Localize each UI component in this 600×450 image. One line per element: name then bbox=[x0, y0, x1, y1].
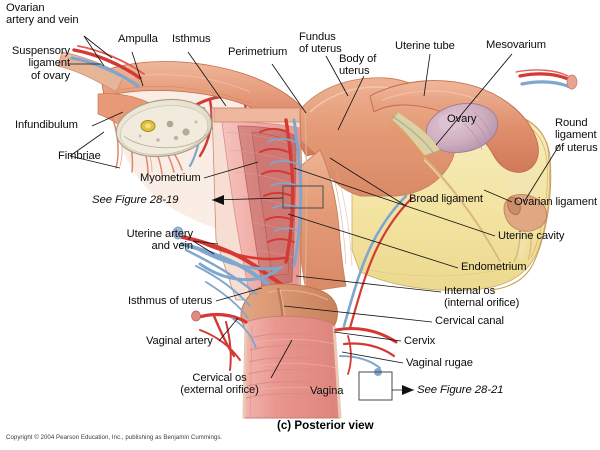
ovary-right bbox=[425, 102, 499, 154]
label-uterine-tube: Uterine tube bbox=[395, 40, 455, 52]
uterine-tube-right bbox=[369, 80, 539, 173]
label-cervical-os: Cervical os (external orifice) bbox=[180, 372, 259, 397]
label-endometrium: Endometrium bbox=[461, 261, 527, 273]
label-suspensory-ligament-of-ovary: Suspensory ligament of ovary bbox=[11, 45, 70, 82]
ovary-left-sectioned bbox=[115, 98, 213, 158]
label-infundibulum: Infundibulum bbox=[15, 119, 78, 131]
label-isthmus-of-uterus: Isthmus of uterus bbox=[128, 295, 213, 307]
label-cervical-canal: Cervical canal bbox=[435, 315, 504, 327]
label-ovarian-artery-and-vein: Ovarian artery and vein bbox=[6, 2, 79, 27]
label-vaginal-rugae: Vaginal rugae bbox=[406, 357, 473, 369]
label-body-of-uterus: Body of uterus bbox=[339, 53, 377, 78]
cross-reference-figure-28-19[interactable]: See Figure 28-19 bbox=[92, 194, 179, 206]
label-round-ligament-of-uterus: Round ligament of uterus bbox=[555, 117, 598, 154]
arrow-figure-28-19 bbox=[212, 195, 224, 205]
vaginal-artery-vessels bbox=[191, 310, 398, 376]
arrow-figure-28-21 bbox=[402, 385, 414, 395]
label-broad-ligament: Broad ligament bbox=[409, 193, 483, 205]
callout-box-figure-28-21 bbox=[358, 371, 393, 401]
uterine-venous-plexus bbox=[184, 248, 258, 319]
label-fundus-of-uterus: Fundus of uterus bbox=[299, 31, 342, 56]
label-perimetrium: Perimetrium bbox=[228, 46, 288, 58]
label-uterine-artery-and-vein: Uterine artery and vein bbox=[126, 228, 193, 253]
label-vaginal-artery: Vaginal artery bbox=[146, 335, 213, 347]
label-isthmus: Isthmus bbox=[172, 33, 211, 45]
label-ovarian-ligament: Ovarian ligament bbox=[514, 196, 597, 208]
label-internal-os: Internal os (internal orifice) bbox=[444, 285, 520, 310]
leader-lines bbox=[69, 35, 561, 391]
callout-box-figure-28-19 bbox=[282, 185, 324, 209]
vagina bbox=[242, 315, 342, 419]
cross-reference-figure-28-21[interactable]: See Figure 28-21 bbox=[417, 384, 504, 396]
ovarian-vessels-right bbox=[515, 69, 578, 90]
mesovarium-band bbox=[387, 111, 441, 161]
label-vagina: Vagina bbox=[310, 385, 344, 397]
label-fimbriae: Fimbriae bbox=[58, 150, 101, 162]
copyright-notice: Copyright © 2004 Pearson Education, Inc.… bbox=[6, 434, 223, 441]
ovarian-ligament-cord bbox=[423, 157, 502, 265]
uterine-vessels-right bbox=[342, 194, 414, 330]
label-ovary: Ovary bbox=[447, 113, 477, 125]
label-mesovarium: Mesovarium bbox=[486, 39, 546, 51]
label-uterine-cavity: Uterine cavity bbox=[498, 230, 565, 242]
label-myometrium: Myometrium bbox=[140, 172, 201, 184]
figure-caption: (c) Posterior view bbox=[277, 419, 374, 432]
label-cervix: Cervix bbox=[404, 335, 436, 347]
label-ampulla: Ampulla bbox=[118, 33, 158, 45]
